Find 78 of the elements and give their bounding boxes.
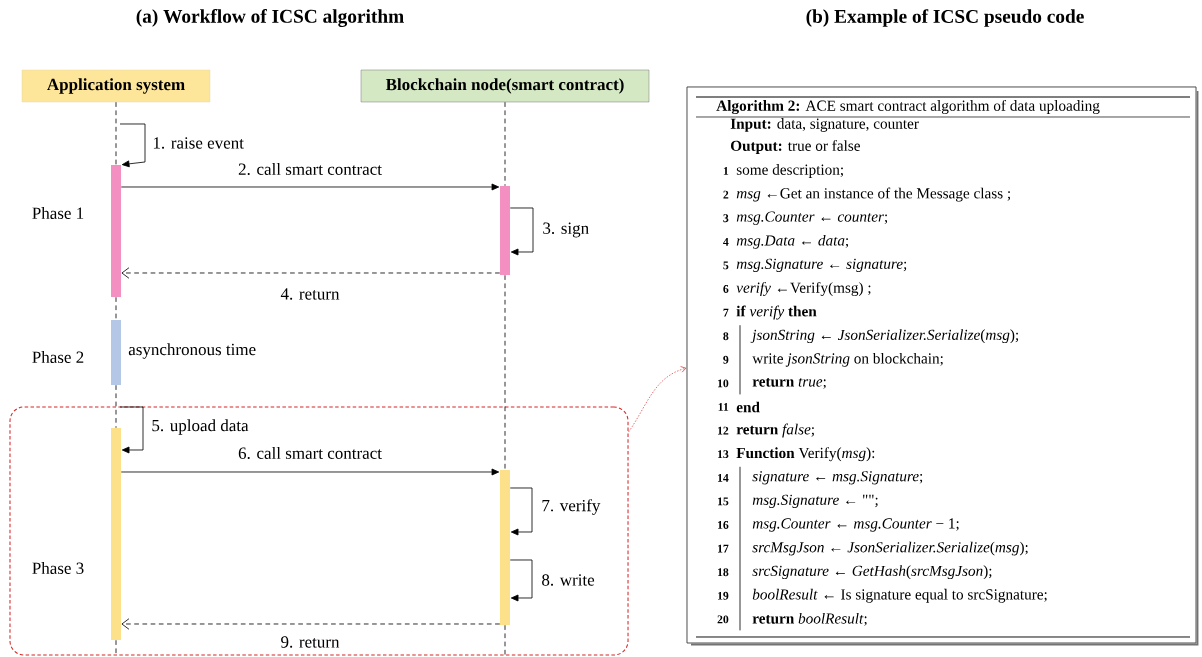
edge-label: 5. upload data bbox=[150, 418, 250, 436]
code-line: msg.Signature ← ""; bbox=[752, 494, 878, 509]
code-line: return false; bbox=[736, 423, 814, 438]
self-arrow bbox=[509, 559, 533, 602]
algorithm-caption: Algorithm 2: ACE smart contract algorithm of data uploading bbox=[716, 99, 1100, 115]
line-number: 4 bbox=[723, 237, 729, 246]
activation-bar bbox=[500, 470, 510, 625]
code-line: Function Verify(msg): bbox=[736, 447, 875, 462]
line-number: 5 bbox=[723, 261, 729, 270]
bar-caption: asynchronous time bbox=[128, 343, 256, 359]
panel-title: (b) Example of ICSC pseudo code bbox=[806, 9, 1084, 27]
line-number: 7 bbox=[723, 308, 729, 317]
code-line: signature ← msg.Signature; bbox=[752, 471, 923, 485]
self-arrow bbox=[509, 207, 534, 256]
code-line: srcSignature ← GetHash(srcMsgJson); bbox=[752, 565, 992, 580]
code-line: if verify then bbox=[736, 305, 817, 320]
code-line: verify ←Verify(msg) ; bbox=[736, 282, 871, 296]
code-line: write jsonString on blockchain; bbox=[752, 352, 943, 367]
line-number: 3 bbox=[723, 214, 729, 223]
lifeline bbox=[115, 639, 117, 656]
arrow bbox=[121, 618, 501, 630]
line-number: 13 bbox=[718, 450, 729, 459]
line-number: 8 bbox=[723, 332, 729, 341]
line-number: 1 bbox=[723, 167, 729, 175]
arrow bbox=[119, 406, 144, 454]
line-number: 15 bbox=[718, 497, 729, 506]
bar-caption: Phase 2 bbox=[32, 351, 84, 363]
arrow bbox=[120, 468, 500, 476]
pointer-arrow bbox=[628, 366, 687, 433]
bar-caption: Phase 3 bbox=[32, 562, 84, 574]
code-line: msg ←Get an instance of the Message class ; bbox=[736, 187, 1010, 202]
arrow bbox=[120, 183, 500, 191]
line-number: 2 bbox=[723, 190, 729, 199]
edge-label: 6. call smart contract bbox=[236, 445, 384, 461]
activation-bar bbox=[500, 186, 510, 275]
line-number: 19 bbox=[718, 591, 729, 600]
edge-label: 4. return bbox=[279, 287, 341, 301]
bar-caption: Phase 1 bbox=[32, 207, 84, 219]
arrow bbox=[121, 267, 501, 279]
code-line: return true; bbox=[752, 377, 826, 389]
lifeline-header: Application system bbox=[21, 69, 211, 103]
lifeline bbox=[115, 384, 117, 429]
line-number: 11 bbox=[718, 403, 729, 411]
lifeline bbox=[504, 274, 506, 471]
line-number: 16 bbox=[718, 521, 729, 529]
code-line: jsonString ← JsonSerializer.Serialize(msg); bbox=[750, 329, 1019, 344]
line-number: 18 bbox=[718, 568, 729, 577]
edge-label: 9. return bbox=[279, 635, 341, 649]
line-number: 6 bbox=[723, 285, 729, 293]
code-line: Output: true or false bbox=[731, 140, 860, 154]
lifeline bbox=[115, 296, 117, 321]
panel-title: (a) Workflow of ICSC algorithm bbox=[136, 9, 404, 27]
lifeline-header: Blockchain node(smart contract) bbox=[360, 69, 650, 103]
code-line: msg.Counter ← msg.Counter − 1; bbox=[752, 518, 959, 532]
lifeline bbox=[504, 624, 506, 656]
code-line: end bbox=[736, 401, 760, 413]
edge-label: 8. write bbox=[540, 573, 596, 587]
line-number: 14 bbox=[718, 473, 729, 482]
code-line: return boolResult; bbox=[752, 612, 867, 626]
edge-label: 2. call smart contract bbox=[236, 161, 384, 177]
self-arrow bbox=[509, 487, 533, 536]
line-number: 12 bbox=[718, 426, 729, 435]
code-line: msg.Signature ← signature; bbox=[736, 258, 907, 273]
line-number: 9 bbox=[723, 355, 729, 364]
code-line: srcMsgJson ← JsonSerializer.Serialize(msg); bbox=[752, 541, 1028, 556]
code-line: some description; bbox=[736, 164, 843, 178]
code-line: boolResult ← Is signature equal to srcSignature; bbox=[752, 588, 1047, 603]
code-line: msg.Counter ← counter; bbox=[736, 211, 888, 225]
code-line: msg.Data ← data; bbox=[736, 234, 849, 249]
edge-label: 3. sign bbox=[541, 221, 591, 239]
phase-frame bbox=[9, 406, 629, 656]
code-line: Input: data, signature, counter bbox=[730, 118, 919, 132]
line-number: 20 bbox=[717, 615, 729, 624]
line-number: 10 bbox=[718, 379, 729, 388]
edge-label: 7. verify bbox=[540, 498, 602, 516]
arrow bbox=[119, 123, 146, 168]
line-number: 17 bbox=[718, 544, 729, 553]
edge-label: 1. raise event bbox=[151, 136, 246, 150]
